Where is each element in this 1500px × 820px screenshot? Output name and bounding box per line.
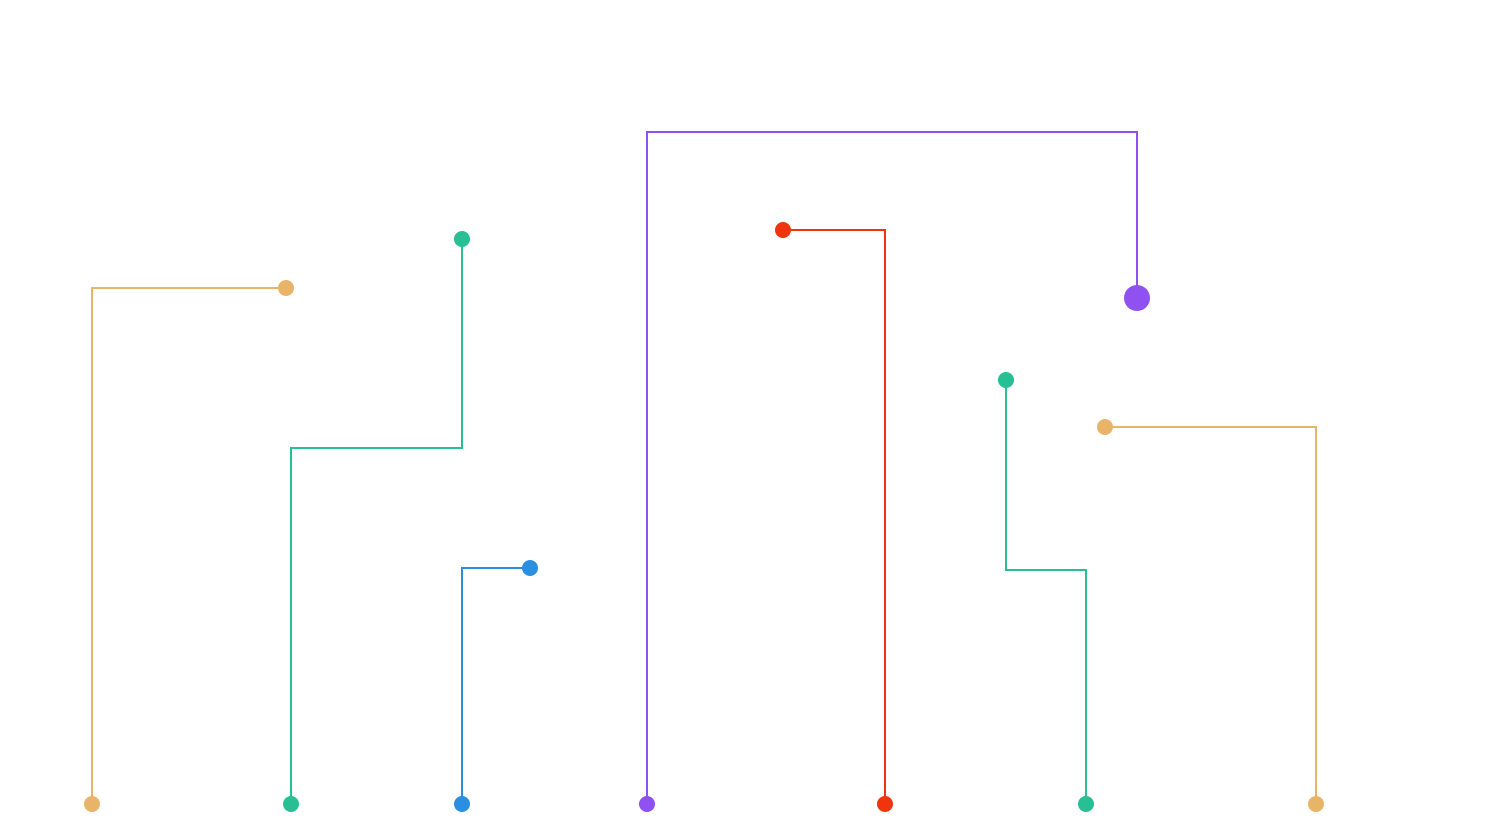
connector-end-dot (998, 372, 1014, 388)
connector-c7 (1097, 419, 1324, 812)
connector-end-dot (1124, 285, 1150, 311)
connector-start-dot (84, 796, 100, 812)
connector-c5 (775, 222, 893, 812)
connector-end-dot (278, 280, 294, 296)
connector-c6 (998, 372, 1094, 812)
connector-line (783, 229, 886, 804)
connector-end-dot (775, 222, 791, 238)
connector-start-dot (1308, 796, 1324, 812)
connector-start-dot (877, 796, 893, 812)
connector-c2 (283, 231, 470, 812)
connector-line (1105, 426, 1317, 804)
connector-c3 (454, 560, 538, 812)
connector-line (290, 239, 463, 804)
connector-end-dot (522, 560, 538, 576)
connector-start-dot (454, 796, 470, 812)
connector-line (1005, 380, 1087, 804)
connector-c4 (639, 131, 1150, 812)
connector-line (646, 131, 1138, 804)
connector-end-dot (1097, 419, 1113, 435)
connector-start-dot (283, 796, 299, 812)
connector-end-dot (454, 231, 470, 247)
connector-start-dot (1078, 796, 1094, 812)
connector-line (461, 567, 530, 804)
connector-c1 (84, 280, 294, 812)
connector-line (91, 287, 286, 804)
connector-start-dot (639, 796, 655, 812)
